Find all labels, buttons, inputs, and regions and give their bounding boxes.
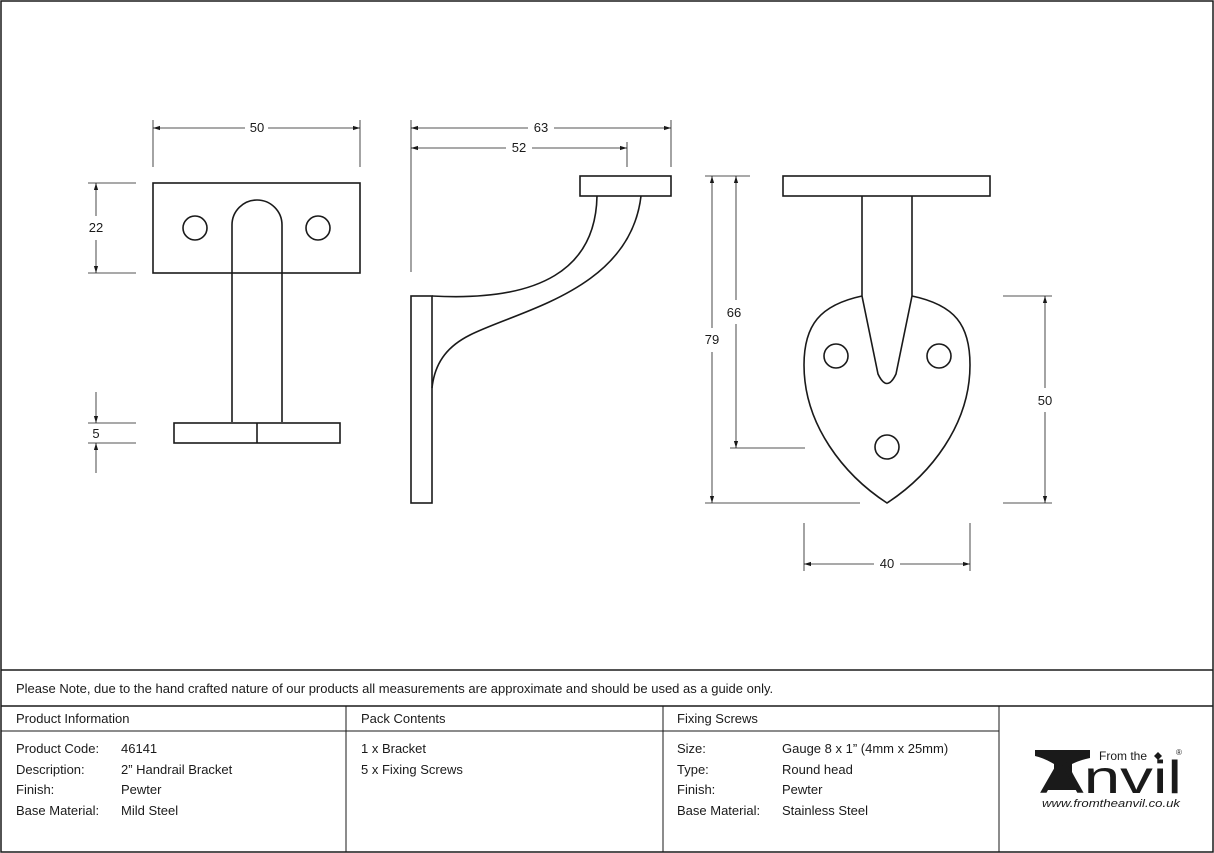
finish-value: Pewter xyxy=(121,782,162,797)
screw-finish-value: Pewter xyxy=(782,782,823,797)
diamond-icon xyxy=(1154,752,1162,760)
fixing-screws-heading: Fixing Screws xyxy=(677,711,758,726)
product-code-label: Product Code: xyxy=(16,741,100,756)
dim-back-plate-width: 40 xyxy=(880,556,894,571)
product-code-value: 46141 xyxy=(121,741,158,756)
description-value: 2” Handrail Bracket xyxy=(121,762,233,777)
dim-back-height-to-plate: 66 xyxy=(727,305,741,320)
pack-item-screws: 5 x Fixing Screws xyxy=(361,762,463,777)
dim-front-plate-height: 22 xyxy=(89,220,103,235)
dim-back-plate-height: 50 xyxy=(1038,393,1052,408)
dim-front-base-thickness: 5 xyxy=(92,426,99,441)
dim-side-projection-total: 63 xyxy=(534,120,548,135)
screw-type-label: Type: xyxy=(677,762,709,777)
back-view xyxy=(782,175,991,504)
front-view xyxy=(152,182,361,444)
measurement-note: Please Note, due to the hand crafted nat… xyxy=(16,681,774,696)
anvil-logo: From the ® Anvil www.fromtheanvil.co.uk xyxy=(1035,748,1182,810)
side-view xyxy=(410,175,672,504)
screw-material-value: Stainless Steel xyxy=(782,803,868,818)
logo-name: Anvil xyxy=(1040,751,1182,803)
dim-back-total-height: 79 xyxy=(705,332,719,347)
dim-side-projection-post: 52 xyxy=(512,140,526,155)
finish-label: Finish: xyxy=(16,782,55,797)
pack-item-bracket: 1 x Bracket xyxy=(361,741,427,756)
screw-material-label: Base Material: xyxy=(677,803,761,818)
product-info-heading: Product Information xyxy=(16,711,130,726)
description-label: Description: xyxy=(16,762,85,777)
logo-url: www.fromtheanvil.co.uk xyxy=(1042,798,1181,810)
pack-contents-heading: Pack Contents xyxy=(361,711,446,726)
screw-size-label: Size: xyxy=(677,741,706,756)
base-material-label: Base Material: xyxy=(16,803,100,818)
logo-registered: ® xyxy=(1176,748,1182,757)
screw-finish-label: Finish: xyxy=(677,782,716,797)
screw-size-value: Gauge 8 x 1” (4mm x 25mm) xyxy=(782,741,949,756)
anvil-icon xyxy=(1035,750,1090,790)
dim-front-width: 50 xyxy=(250,120,264,135)
logo-from-the: From the xyxy=(1099,749,1147,763)
base-material-value: Mild Steel xyxy=(121,803,179,818)
screw-type-value: Round head xyxy=(782,762,853,777)
